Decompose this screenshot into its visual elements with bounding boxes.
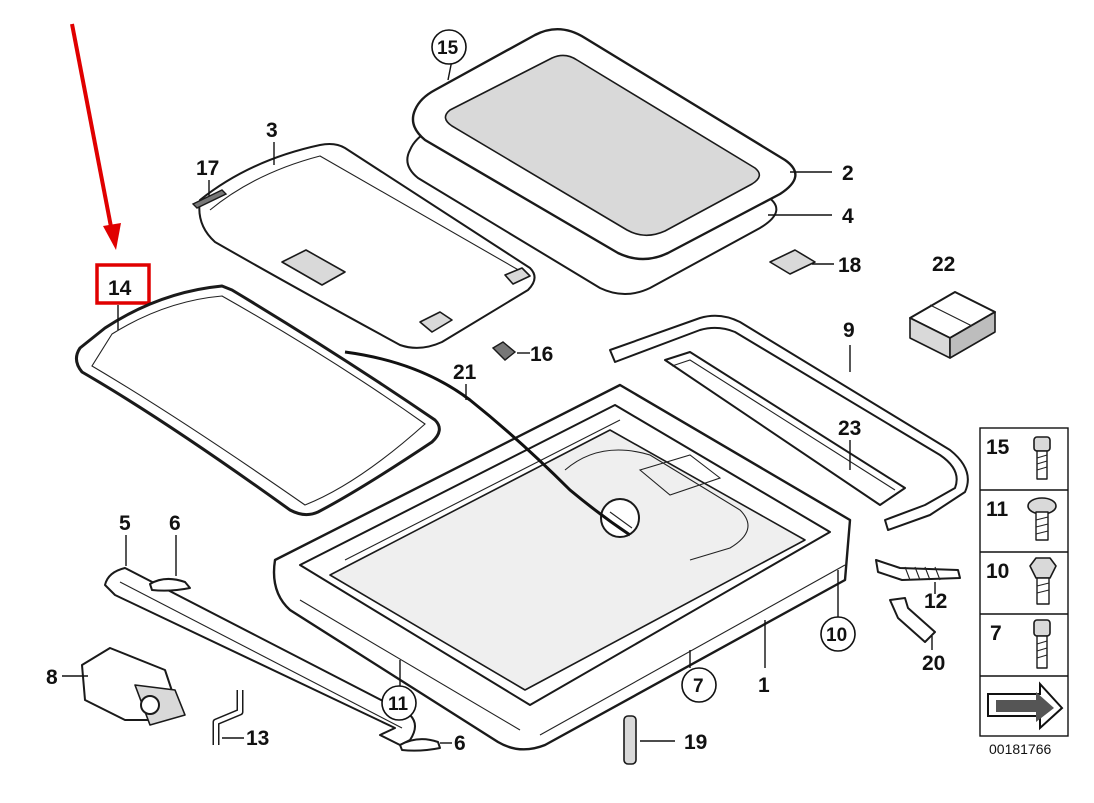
callout-circle-15: [431, 29, 467, 65]
callout-17: 17: [196, 157, 219, 180]
highlight-box: [95, 263, 151, 305]
part-2-glass-panel: [411, 28, 832, 261]
pan-head-screw-icon: [1027, 497, 1057, 541]
callout-23: 23: [838, 417, 861, 440]
callout-21: 21: [453, 361, 477, 384]
fastener-legend: 15 11 10 7: [979, 427, 1069, 737]
callout-19: 19: [684, 731, 707, 754]
callout-8: 8: [46, 666, 58, 689]
callout-4: 4: [842, 205, 854, 228]
legend-label-7: 7: [990, 622, 1002, 645]
red-arrow-head: [103, 223, 121, 250]
callout-circle-10: [820, 616, 856, 652]
highlight-annotation: [70, 23, 151, 305]
callout-16: 16: [530, 343, 553, 366]
socket-screw-icon: [1033, 619, 1051, 669]
part-6-clip-upper: [149, 535, 191, 592]
callout-5: 5: [119, 512, 131, 535]
callout-20: 20: [922, 652, 945, 675]
callout-labels: 14 15 3 17 2 4 18 22 16 9 21 23 5 6 12 1…: [46, 29, 955, 755]
cap-screw-icon: [1033, 436, 1051, 480]
part-18-pad: [769, 249, 834, 275]
part-21-drive-cable: [344, 350, 631, 537]
part-20-lever: [889, 597, 936, 650]
callout-12: 12: [924, 590, 947, 613]
callout-14: 14: [108, 277, 132, 300]
direction-arrow-icon: [987, 681, 1064, 731]
legend-label-10: 10: [986, 560, 1009, 583]
callout-22: 22: [932, 253, 955, 276]
part-23-drain-channel: [664, 351, 906, 506]
callout-circle-7: [681, 667, 717, 703]
part-6-clip-lower: [399, 738, 452, 752]
part-17-clip: [191, 180, 228, 209]
part-19-pin: [623, 715, 675, 765]
diagram-reference-number: 00181766: [989, 741, 1052, 757]
legend-frame: [979, 427, 1069, 737]
callout-6-upper: 6: [169, 512, 181, 535]
legend-label-11: 11: [986, 498, 1009, 521]
callout-3: 3: [266, 119, 278, 142]
part-13-crank-tool: [212, 690, 244, 745]
part-9-wind-deflector: [609, 314, 969, 531]
callout-7: 7: [693, 676, 704, 697]
callout-1: 1: [758, 674, 770, 697]
part-12-spring: [875, 559, 961, 594]
callout-10: 10: [826, 625, 847, 646]
part-8-drive-motor: [62, 647, 186, 726]
callout-13: 13: [246, 727, 269, 750]
callout-15: 15: [437, 38, 459, 59]
callout-2: 2: [842, 162, 854, 185]
part-3-headliner: [198, 142, 536, 349]
part-22-kit-box: [909, 291, 996, 359]
red-arrow-shaft: [70, 23, 114, 233]
legend-label-15: 15: [986, 436, 1010, 459]
callout-circle-11: [381, 685, 417, 721]
part-14-seal: [75, 284, 441, 517]
callout-9: 9: [843, 319, 855, 342]
part-16-bracket: [491, 341, 530, 361]
hex-bolt-icon: [1029, 557, 1057, 605]
callout-6-lower: 6: [454, 732, 466, 755]
part-1-sunroof-frame: [272, 383, 852, 751]
callout-18: 18: [838, 254, 862, 277]
callout-11: 11: [388, 694, 409, 715]
